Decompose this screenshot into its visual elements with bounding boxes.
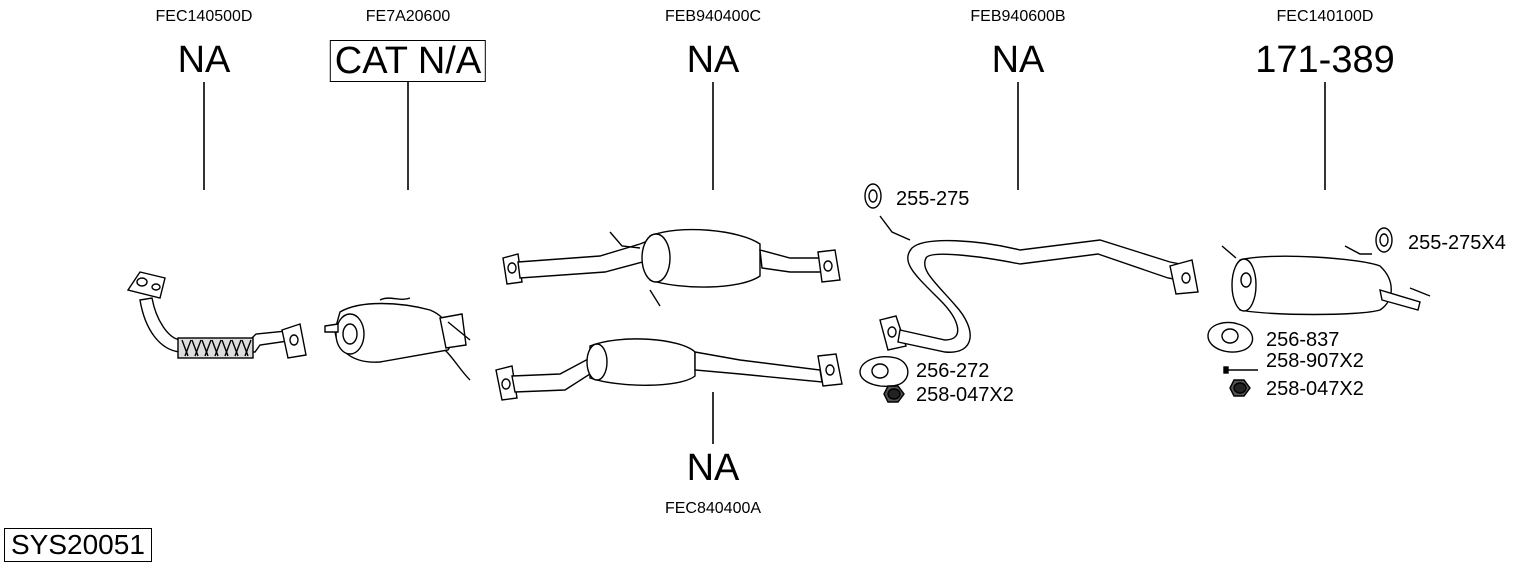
centre-silencer-drawing <box>502 228 841 307</box>
system-id: SYS20051 <box>4 528 152 562</box>
alt-centre-silencer-drawing <box>495 338 843 401</box>
part-ref-1: NA <box>177 39 231 81</box>
part-code-1: FEC140500D <box>155 8 253 25</box>
part-ref-2: CAT N/A <box>329 40 487 82</box>
part-ref-4: NA <box>991 39 1045 81</box>
bolt-258-907-drawing <box>1223 366 1258 374</box>
part-code-4: FEB940600B <box>970 8 1066 25</box>
accessory-label-256-272: 256-272 <box>916 360 990 382</box>
part-ref-6: NA <box>686 447 740 489</box>
part-code-2: FE7A20600 <box>365 8 451 25</box>
gasket-256-837-drawing <box>1207 321 1254 353</box>
part-code-3: FEB940400C <box>664 8 762 25</box>
intermediate-pipe-drawing <box>864 183 1199 353</box>
part-ref-5: 171-389 <box>1255 39 1395 81</box>
gasket-256-272-drawing <box>859 356 909 388</box>
accessory-label-258-907x2: 258-907X2 <box>1266 350 1364 372</box>
catalyst-drawing <box>324 297 471 381</box>
accessory-label-258-047: 258-047X2 <box>916 384 1014 406</box>
part-code-6: FEC840400A <box>664 500 762 517</box>
nut-258-047-drawing <box>883 385 905 403</box>
accessory-label-255-275: 255-275 <box>896 188 970 210</box>
part-code-5: FEC140100D <box>1276 8 1374 25</box>
accessory-label-255-275x4: 255-275X4 <box>1408 232 1506 254</box>
rear-silencer-drawing <box>1221 227 1431 316</box>
accessory-label-258-047x2-rear: 258-047X2 <box>1266 378 1364 400</box>
front-pipe-drawing <box>126 271 307 359</box>
accessory-label-256-837: 256-837 <box>1266 329 1340 351</box>
nut-258-047-rear-drawing <box>1229 379 1251 397</box>
part-ref-3: NA <box>686 39 740 81</box>
